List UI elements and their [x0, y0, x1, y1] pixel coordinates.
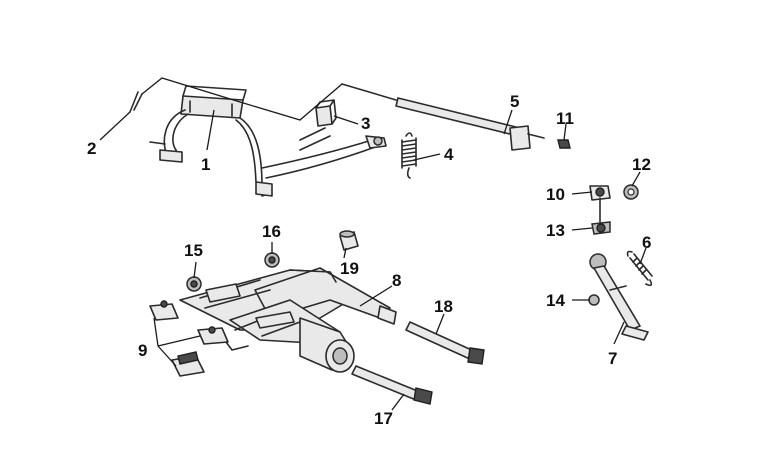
swing-arm-nuts: [186, 252, 280, 292]
callout-4: 4: [444, 145, 454, 164]
callout-11: 11: [556, 109, 574, 128]
callouts: 1 2 3 4 5 6 7 8 9 10 11 12 13 14 15 16 1…: [87, 92, 651, 428]
callout-3: 3: [361, 114, 370, 133]
callout-15: 15: [184, 241, 203, 260]
callout-5: 5: [510, 92, 519, 111]
stand-spring-pin: [129, 91, 143, 113]
callout-9: 9: [138, 341, 147, 360]
leader-lines: [99, 77, 647, 411]
stand-spring: [401, 132, 417, 179]
long-bolt-17: [351, 365, 433, 405]
stand-clip: [315, 99, 337, 127]
callout-7: 7: [608, 349, 617, 368]
callout-16: 16: [262, 222, 281, 241]
swing-arm-mounts: [149, 300, 249, 377]
callout-8: 8: [392, 271, 401, 290]
long-bolt-18: [405, 321, 485, 365]
swing-arm: [179, 267, 397, 373]
callout-2: 2: [87, 139, 96, 158]
side-stand-spring: [626, 250, 653, 287]
callout-19: 19: [340, 259, 359, 278]
callout-12: 12: [632, 155, 651, 174]
callout-10: 10: [546, 185, 565, 204]
callout-18: 18: [434, 297, 453, 316]
stand-shaft: [341, 83, 545, 151]
callout-14: 14: [546, 291, 565, 310]
bushing: [339, 230, 359, 251]
side-stand: [589, 253, 649, 341]
callout-6: 6: [642, 233, 651, 252]
callout-13: 13: [546, 221, 565, 240]
callout-1: 1: [201, 155, 210, 174]
main-stand: [149, 85, 387, 197]
shaft-bolt: [557, 139, 571, 149]
callout-17: 17: [374, 409, 393, 428]
side-stand-hardware: [588, 184, 639, 306]
